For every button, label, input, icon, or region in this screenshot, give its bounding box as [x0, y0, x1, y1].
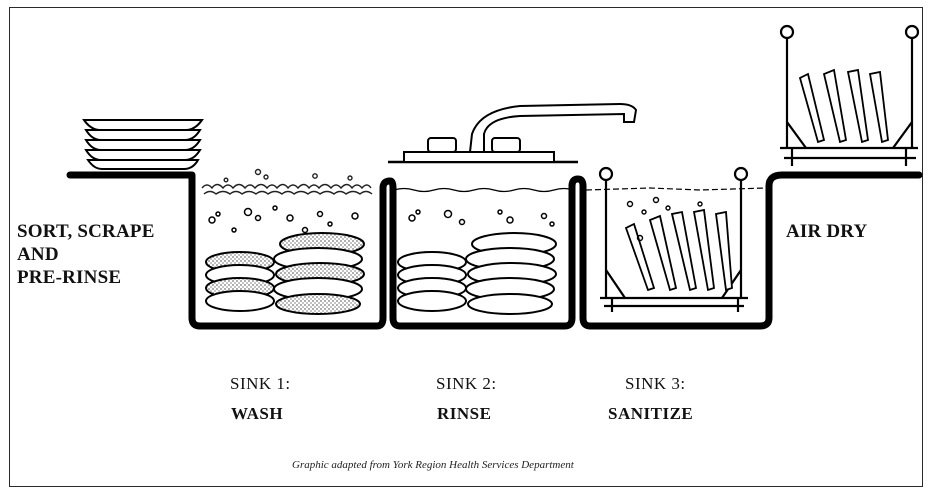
wash-suds [201, 168, 373, 195]
image-credit: Graphic adapted from York Region Health … [292, 459, 574, 471]
rinse-plates [397, 232, 557, 315]
sanitize-rack [598, 166, 749, 312]
sanitize-water [585, 187, 767, 191]
sort-scrape-label-line3: PRE-RINSE [17, 267, 122, 288]
faucet [388, 102, 638, 164]
wash-plates [205, 232, 365, 315]
sink-1-action: WASH [231, 404, 284, 423]
rinse-water [393, 187, 575, 193]
air-dry-dishes [798, 68, 889, 144]
sort-scrape-label-line1: SORT, SCRAPE [17, 221, 155, 242]
plate-stack [82, 119, 204, 170]
sanitize-bubbles [626, 196, 703, 242]
sink-counter-outline [66, 171, 923, 330]
sort-scrape-label-line2: AND [17, 244, 59, 265]
rinse-bubbles [408, 209, 555, 227]
figure-frame [9, 7, 923, 487]
sink-2-action: RINSE [437, 404, 492, 423]
sink-1-number: SINK 1: [230, 374, 291, 393]
air-dry-label: AIR DRY [786, 221, 868, 242]
sink-3-action: SANITIZE [608, 404, 694, 423]
wash-bubbles [208, 205, 359, 234]
sanitize-dishes [624, 208, 733, 292]
sink-3-number: SINK 3: [625, 374, 686, 393]
air-dry-rack [779, 24, 920, 166]
sink-2-number: SINK 2: [436, 374, 497, 393]
